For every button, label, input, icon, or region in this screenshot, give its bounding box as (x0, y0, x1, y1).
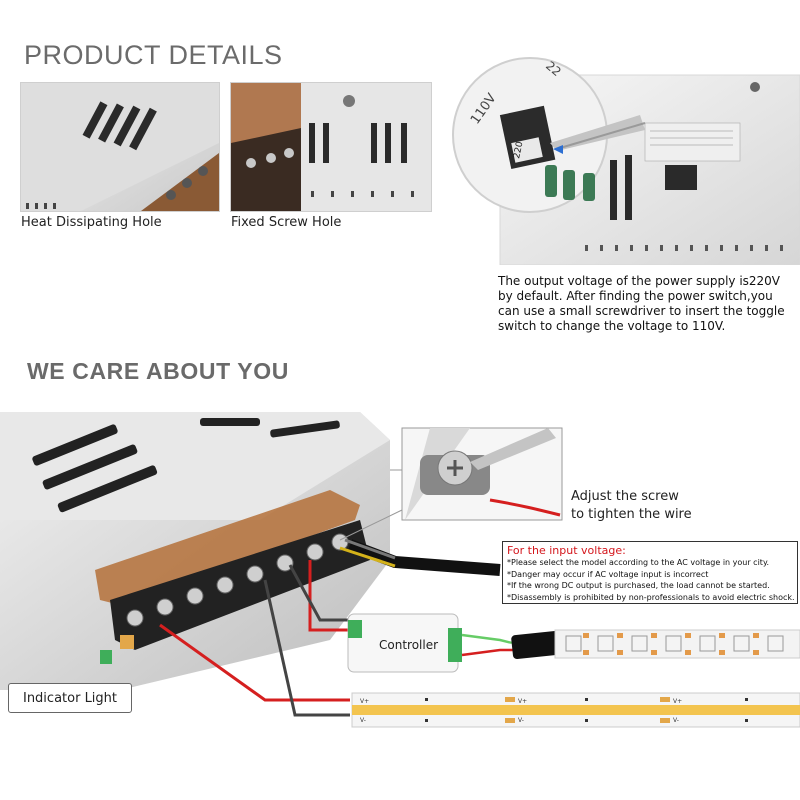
strip-leds (565, 635, 784, 652)
warning-line: *Danger may occur if AC voltage input is… (507, 569, 709, 579)
output-red-wire-2 (159, 623, 350, 702)
fixed-screw-photo (230, 82, 432, 212)
output-black-wire-2 (263, 579, 350, 717)
controller-label: Controller (379, 638, 438, 652)
strip-vminus-label-3: V- (673, 717, 679, 724)
adjust-line-2: to tighten the wire (571, 507, 692, 522)
input-voltage-warning: For the input voltage: *Please select th… (502, 541, 798, 604)
strip-vminus-label-2: V- (518, 717, 524, 724)
fixed-screw-caption: Fixed Screw Hole (231, 215, 342, 230)
indicator-light-led (100, 650, 112, 664)
voltage-note: The output voltage of the power supply i… (498, 274, 785, 333)
care-title: WE CARE ABOUT YOU (27, 358, 289, 384)
label-220: 220 (512, 140, 525, 159)
warning-line: *Please select the model according to th… (507, 558, 770, 567)
adjust-line-1: Adjust the screw (571, 489, 679, 504)
warning-line: *Disassembly is prohibited by non-profes… (507, 592, 795, 602)
warning-title: For the input voltage: (507, 544, 626, 557)
output-black-wire-1 (288, 564, 350, 622)
output-red-wire-1 (308, 560, 350, 632)
adjust-screw-note: Adjust the screw to tighten the wire (571, 488, 692, 524)
strip-vplus-label: V+ (360, 698, 369, 705)
heat-dissipating-caption: Heat Dissipating Hole (21, 215, 162, 230)
vent-holes (32, 418, 340, 513)
terminal-block (110, 520, 370, 650)
screwdriver-icon (470, 428, 556, 470)
warning-line: *If the wrong DC output is purchased, th… (507, 581, 770, 590)
strip-vminus-label: V- (360, 717, 366, 724)
strip-vplus-label-3: V+ (673, 698, 682, 705)
terminal-screws (126, 533, 349, 627)
voltage-switch-photo: 110V 220 22 (445, 55, 800, 265)
ac-input-cable (347, 539, 501, 576)
adjust-pot (120, 635, 134, 649)
product-details-title: PRODUCT DETAILS (24, 40, 283, 70)
terminal-cover (95, 490, 360, 605)
strip-vplus-label-2: V+ (518, 698, 527, 705)
heat-dissipating-photo (20, 82, 220, 212)
indicator-light-label: Indicator Light (8, 683, 132, 713)
